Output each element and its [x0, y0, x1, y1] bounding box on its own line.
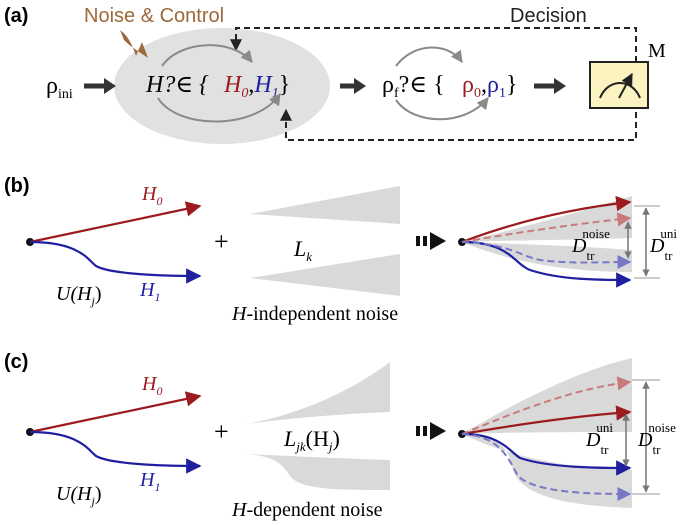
result-h0-noisy-trajectory — [461, 212, 632, 243]
noise-wedge-top — [250, 186, 400, 224]
implies-bar-2 — [423, 236, 427, 246]
plus-sign-c: + — [214, 417, 229, 446]
noise-wedge-bottom — [250, 254, 400, 296]
right-arrow-icon-3 — [554, 78, 566, 94]
implies-bar-2-c — [423, 426, 427, 436]
h0-set-member: H0,H1} — [223, 72, 290, 101]
h1-label-c: H1 — [139, 469, 160, 494]
result-h0-noisy-trajectory-c — [461, 376, 632, 435]
rho-ini-symbol: ρini — [46, 73, 73, 102]
h0-label: H0 — [141, 183, 162, 208]
d-uni-label: Dtruni — [649, 226, 677, 263]
implies-arrow-icon — [430, 232, 446, 250]
implies-bar-1 — [416, 236, 420, 246]
meter-label: M — [648, 40, 666, 62]
independent-noise-caption: H-independent noise — [231, 303, 398, 325]
decision-feedback-bottom-path — [280, 108, 637, 141]
panel-a-label: (a) — [4, 5, 28, 27]
dependent-noise-caption: H-dependent noise — [231, 499, 383, 521]
panel-b: (b) H0 H1 U(Hj) + Lk H-independent noise… — [4, 175, 677, 325]
noise-control-label: Noise & Control — [84, 5, 224, 27]
meter-needle — [618, 72, 633, 99]
result-noise-band-top — [462, 196, 632, 242]
result-h1-trajectory — [461, 240, 632, 288]
result-noise-band-bottom — [462, 242, 632, 272]
right-arrow-icon — [104, 78, 116, 94]
panel-c: (c) H0 H1 U(Hj) + Ljk(Hj) H-dependent no… — [4, 351, 676, 521]
d-noise-label-c: Dtrnoise — [637, 420, 676, 457]
plus-sign: + — [214, 227, 229, 256]
panel-a: (a) Noise & Control Decision ρini H?∈ { … — [4, 5, 666, 144]
h1-label: H1 — [139, 279, 160, 304]
h0-trajectory-c — [29, 391, 202, 434]
h0-label-c: H0 — [141, 373, 162, 398]
implies-arrow-icon-c — [430, 422, 446, 440]
decision-label: Decision — [510, 5, 587, 27]
result-h0-trajectory-c — [461, 405, 632, 436]
hamiltonian-question: H?∈ { — [145, 72, 209, 98]
h1-trajectory-c — [29, 430, 202, 474]
decision-feedback-top-path — [230, 27, 637, 62]
h1-trajectory — [29, 240, 202, 284]
result-dependent-band-bottom — [462, 434, 632, 508]
ljk-operator-label: Ljk(Hj) — [283, 426, 340, 454]
unitary-label-c: U(Hj) — [56, 483, 102, 508]
meter-box — [589, 61, 649, 109]
result-h1-trajectory-c — [461, 432, 632, 476]
result-h1-noisy-trajectory — [461, 241, 632, 270]
d-uni-label-c: Dtruni — [585, 420, 613, 457]
panel-b-label: (b) — [4, 175, 30, 197]
dependent-noise-top — [246, 362, 390, 424]
right-arrow-icon-2 — [354, 78, 366, 94]
transition-arrow-top — [161, 44, 253, 67]
rho-f-question: ρf?∈ { — [382, 72, 445, 101]
unitary-label: U(Hj) — [56, 283, 102, 308]
rho-transition-bottom — [395, 97, 489, 121]
transition-arrow-bottom — [157, 93, 281, 123]
meter-icon — [599, 82, 641, 99]
dependent-noise-bottom — [246, 454, 390, 490]
rho-transition-top — [395, 46, 463, 67]
rho-set-members: ρ0,ρ1} — [462, 72, 518, 101]
implies-bar-1-c — [416, 426, 420, 436]
d-noise-label: Dtrnoise — [571, 226, 610, 263]
h0-trajectory — [29, 201, 202, 244]
result-h1-noisy-trajectory-c — [461, 433, 632, 501]
lk-operator-label: Lk — [293, 236, 312, 264]
hamiltonian-set-ellipse — [114, 28, 330, 144]
noise-control-arrow-icon — [120, 30, 148, 58]
panel-c-label: (c) — [4, 351, 28, 373]
result-h0-trajectory — [461, 195, 632, 244]
